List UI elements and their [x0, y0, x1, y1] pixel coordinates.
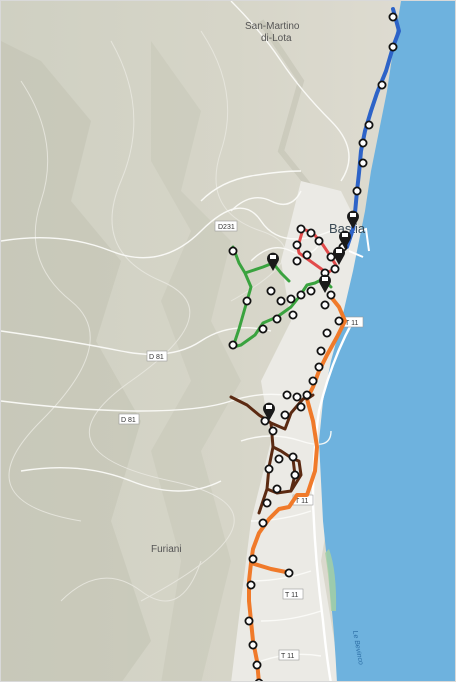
bus-stop[interactable]	[266, 286, 276, 296]
bus-stop[interactable]	[316, 346, 326, 356]
label-di-lota: di-Lota	[261, 33, 292, 44]
bus-stop[interactable]	[272, 484, 282, 494]
bus-stop[interactable]	[388, 12, 398, 22]
station-marker-icon[interactable]	[347, 210, 359, 229]
bus-stop[interactable]	[284, 568, 294, 578]
bus-stop[interactable]	[358, 158, 368, 168]
relief-shading	[1, 19, 324, 681]
bus-stop[interactable]	[258, 518, 268, 528]
bus-stop[interactable]	[246, 580, 256, 590]
bus-stop[interactable]	[292, 392, 302, 402]
svg-text:D 81: D 81	[149, 354, 164, 361]
bus-stop[interactable]	[352, 186, 362, 196]
harbor	[348, 227, 370, 258]
svg-text:T 11: T 11	[295, 498, 308, 505]
bus-stop[interactable]	[308, 376, 318, 386]
bus-stop[interactable]	[242, 296, 252, 306]
station-marker-icon[interactable]	[339, 230, 352, 249]
shield-d81-lower: D 81	[118, 413, 140, 425]
bus-stop[interactable]	[254, 678, 264, 682]
bus-stop[interactable]	[252, 660, 262, 670]
bus-stop[interactable]	[248, 554, 258, 564]
bus-stop[interactable]	[314, 362, 324, 372]
bus-stop[interactable]	[286, 294, 296, 304]
bus-stop[interactable]	[272, 314, 282, 324]
station-marker-icon[interactable]	[263, 402, 276, 421]
station-marker-icon[interactable]	[319, 274, 331, 293]
svg-text:D231: D231	[218, 224, 235, 231]
bus-stop[interactable]	[326, 290, 336, 300]
bus-stop[interactable]	[280, 410, 290, 420]
label-bastia: Bastia	[329, 221, 366, 236]
sea	[319, 1, 455, 681]
bus-stop[interactable]	[292, 240, 302, 250]
bus-stop[interactable]	[296, 224, 306, 234]
label-furiani: Furiani	[151, 544, 182, 555]
bus-stop[interactable]	[244, 616, 254, 626]
station-marker-icon[interactable]	[267, 252, 279, 271]
svg-text:T 11: T 11	[345, 320, 358, 327]
bus-stop[interactable]	[334, 316, 344, 326]
route-brown[interactable]	[229, 393, 315, 515]
shield-d81-upper: D 81	[146, 350, 168, 362]
bus-stop[interactable]	[288, 310, 298, 320]
svg-text:T 11: T 11	[281, 653, 294, 660]
bus-stop[interactable]	[296, 290, 306, 300]
bus-stop[interactable]	[248, 640, 258, 650]
bus-stop[interactable]	[228, 246, 238, 256]
bus-stop[interactable]	[322, 328, 332, 338]
bus-stop[interactable]	[364, 120, 374, 130]
bus-stop[interactable]	[302, 390, 312, 400]
bus-stop[interactable]	[292, 256, 302, 266]
bus-stop[interactable]	[258, 324, 268, 334]
bus-stop[interactable]	[306, 286, 316, 296]
bus-stop[interactable]	[288, 452, 298, 462]
bus-stop[interactable]	[377, 80, 387, 90]
bus-stop[interactable]	[358, 138, 368, 148]
shield-t11-c: T 11	[282, 588, 304, 600]
bus-stop[interactable]	[282, 390, 292, 400]
bus-stop[interactable]	[296, 402, 306, 412]
label-san-martino: San-Martino	[245, 21, 300, 32]
bus-stop[interactable]	[306, 228, 316, 238]
bus-stop[interactable]	[260, 416, 270, 426]
bus-stop[interactable]	[302, 250, 312, 260]
shield-t11-d: T 11	[278, 649, 300, 661]
bus-stop[interactable]	[276, 296, 286, 306]
svg-text:D 81: D 81	[121, 417, 136, 424]
bus-stop[interactable]	[262, 498, 272, 508]
bus-stop[interactable]	[330, 264, 340, 274]
station-marker-icon[interactable]	[333, 246, 345, 265]
station-markers	[263, 210, 359, 421]
lagoon-green-strip	[325, 549, 337, 611]
bus-stop[interactable]	[274, 454, 284, 464]
shield-d231: D231	[214, 220, 238, 232]
bus-stop[interactable]	[320, 300, 330, 310]
bus-stop[interactable]	[264, 464, 274, 474]
route-orange[interactable]	[247, 295, 347, 682]
bus-stop[interactable]	[314, 236, 324, 246]
bus-stop[interactable]	[290, 470, 300, 480]
bus-stop[interactable]	[228, 340, 238, 350]
bus-stops	[228, 12, 398, 682]
svg-text:T 11: T 11	[285, 592, 298, 599]
bus-stop[interactable]	[388, 42, 398, 52]
bus-stop[interactable]	[268, 426, 278, 436]
